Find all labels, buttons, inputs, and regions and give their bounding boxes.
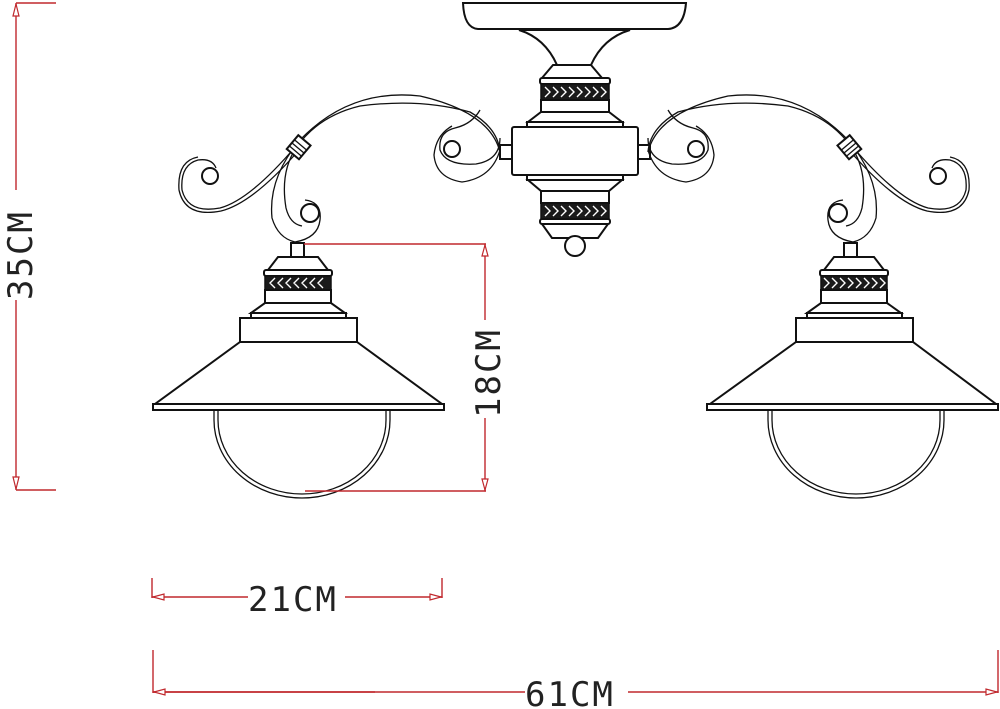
dimension-shade-height: 18CM — [304, 242, 509, 493]
central-body — [499, 64, 651, 257]
right-glass-globe — [767, 410, 945, 499]
left-glass-globe — [213, 410, 391, 499]
left-shade — [151, 256, 446, 411]
dimension-overall-width: 61CM — [151, 650, 1000, 709]
label-shade-height: 18CM — [469, 328, 509, 418]
right-scroll-arm — [647, 94, 970, 258]
label-overall-height: 35CM — [1, 210, 41, 300]
right-shade — [706, 256, 1000, 411]
dimension-overall-height: 35CM — [1, 2, 56, 491]
ceiling-canopy — [461, 1, 688, 66]
left-scroll-arm — [178, 94, 501, 258]
dimension-shade-width: 21CM — [150, 578, 444, 620]
label-shade-width: 21CM — [248, 580, 338, 620]
label-overall-width: 61CM — [525, 675, 615, 709]
